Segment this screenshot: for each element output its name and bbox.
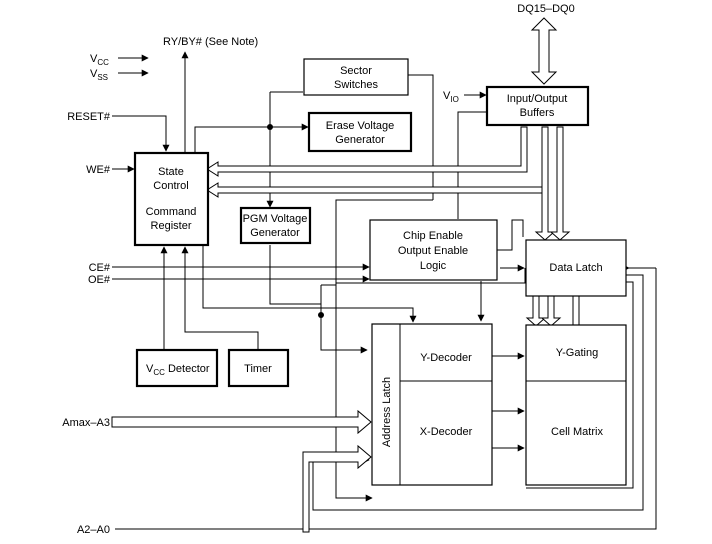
address-latch-block: Address Latch Y-Decoder X-Decoder	[371, 323, 493, 486]
svg-text:Cell Matrix: Cell Matrix	[551, 426, 603, 438]
erase-voltage-generator-block: Erase Voltage Generator	[307, 111, 413, 153]
svg-text:Generator: Generator	[335, 134, 385, 146]
svg-text:X-Decoder: X-Decoder	[420, 426, 473, 438]
gating-matrix-block: Y-Gating Cell Matrix	[525, 324, 627, 486]
svg-text:Address Latch: Address Latch	[381, 377, 393, 447]
svg-text:Command: Command	[146, 206, 197, 218]
svg-text:PGM Voltage: PGM Voltage	[243, 213, 308, 225]
sector-switches-block: Sector Switches	[303, 58, 409, 96]
amax-pin-label: Amax–A3	[62, 417, 110, 429]
ryby-label: RY/BY# (See Note)	[163, 36, 258, 48]
chip-enable-logic-block: Chip Enable Output Enable Logic	[369, 219, 498, 281]
timer-block: Timer	[227, 348, 290, 388]
svg-text:Input/Output: Input/Output	[507, 93, 568, 105]
svg-text:Y-Gating: Y-Gating	[556, 347, 598, 359]
svg-text:Control: Control	[153, 180, 188, 192]
svg-text:Output Enable: Output Enable	[398, 245, 468, 257]
svg-text:Generator: Generator	[250, 227, 300, 239]
vcc-pin-label: VCC	[90, 53, 109, 67]
vio-label: VIO	[443, 90, 459, 104]
svg-text:VCC Detector: VCC Detector	[146, 363, 210, 377]
pgm-voltage-generator-block: PGM Voltage Generator	[239, 206, 312, 245]
dq-label: DQ15–DQ0	[517, 3, 574, 15]
svg-text:Data Latch: Data Latch	[549, 262, 602, 274]
io-buffers-block: Input/Output Buffers	[485, 85, 590, 127]
we-pin-label: WE#	[86, 164, 111, 176]
vss-pin-label: VSS	[90, 68, 108, 82]
svg-text:Register: Register	[151, 220, 192, 232]
bus-arrows	[111, 17, 580, 533]
reset-pin-label: RESET#	[67, 111, 111, 123]
oe-pin-label: OE#	[88, 274, 111, 286]
ce-pin-label: CE#	[89, 262, 111, 274]
vcc-detector-block: VCC Detector	[135, 348, 219, 388]
svg-text:Buffers: Buffers	[520, 107, 555, 119]
svg-text:Chip Enable: Chip Enable	[403, 230, 463, 242]
wires	[112, 51, 657, 530]
a2-pin-label: A2–A0	[77, 524, 110, 536]
data-latch-block: Data Latch	[525, 239, 627, 297]
svg-text:Erase Voltage: Erase Voltage	[326, 120, 395, 132]
state-control-command-register-block: State Control Command Register	[133, 151, 210, 247]
svg-text:Y-Decoder: Y-Decoder	[420, 352, 472, 364]
svg-text:Timer: Timer	[244, 363, 272, 375]
svg-text:Sector: Sector	[340, 65, 372, 77]
svg-text:State: State	[158, 166, 184, 178]
svg-text:Logic: Logic	[420, 260, 447, 272]
svg-text:Switches: Switches	[334, 79, 379, 91]
